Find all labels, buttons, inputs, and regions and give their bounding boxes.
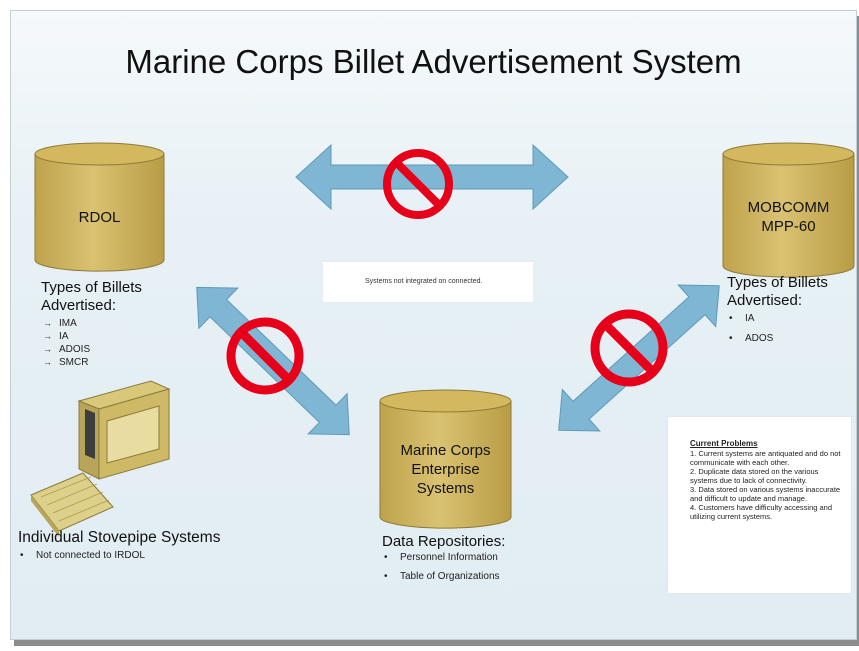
mobcomm-label: MOBCOMM MPP-60: [747, 199, 830, 235]
no-sign-icon-left: [226, 317, 304, 395]
list-item: Table of Organizations: [382, 570, 500, 583]
list-item: Personnel Information: [382, 551, 500, 564]
list-item: ADOIS: [41, 343, 90, 356]
current-problems-note: Current Problems 1. Current systems are …: [667, 416, 852, 594]
slide: Marine Corps Billet Advertisement System: [10, 10, 857, 640]
problem-line: 4. Customers have difficulty accessing a…: [690, 503, 833, 521]
data-repositories-heading: Data Repositories:: [382, 533, 506, 550]
warning-text: Systems not integrated on connected.: [365, 278, 483, 285]
stovepipe-list: Not connected to IRDOL: [18, 549, 145, 562]
list-item: ADOS: [727, 332, 773, 345]
connection-arrows: [30, 143, 720, 537]
problems-body: 1. Current systems are antiquated and do…: [690, 449, 846, 521]
rdol-billets-heading: Types of Billets Advertised:: [41, 279, 142, 314]
rdol-cylinder: RDOL: [34, 142, 165, 272]
list-item: SMCR: [41, 356, 90, 369]
mobcomm-billet-list: IA ADOS: [727, 312, 773, 345]
enterprise-label: Marine Corps Enterprise Systems: [400, 442, 491, 497]
problem-line: 2. Duplicate data stored on the various …: [690, 467, 819, 485]
no-sign-icon-top: [383, 149, 453, 219]
rdol-billet-list: IMA IA ADOIS SMCR: [41, 317, 90, 369]
no-sign-icon-right: [590, 309, 668, 387]
arrow-rdol-mobcomm: [295, 143, 569, 211]
list-item: IA: [41, 330, 90, 343]
problem-line: 1. Current systems are antiquated and do…: [690, 449, 841, 467]
warning-box: Systems not integrated on connected.: [322, 261, 534, 303]
data-repositories-list: Personnel Information Table of Organizat…: [382, 551, 500, 583]
list-item: Not connected to IRDOL: [18, 549, 145, 562]
rdol-label: RDOL: [78, 209, 121, 226]
list-item: IA: [727, 312, 773, 325]
mobcomm-billets-heading: Types of Billets Advertised:: [727, 274, 828, 309]
list-item: IMA: [41, 317, 90, 330]
problems-title: Current Problems: [690, 439, 758, 448]
stovepipe-heading: Individual Stovepipe Systems: [18, 529, 221, 546]
page-title: Marine Corps Billet Advertisement System: [125, 43, 742, 80]
enterprise-cylinder: Marine Corps Enterprise Systems: [379, 389, 512, 529]
computer-icon: [30, 380, 171, 537]
mobcomm-cylinder: MOBCOMM MPP-60: [722, 142, 855, 278]
problem-line: 3. Data stored on various systems inaccu…: [690, 485, 841, 503]
